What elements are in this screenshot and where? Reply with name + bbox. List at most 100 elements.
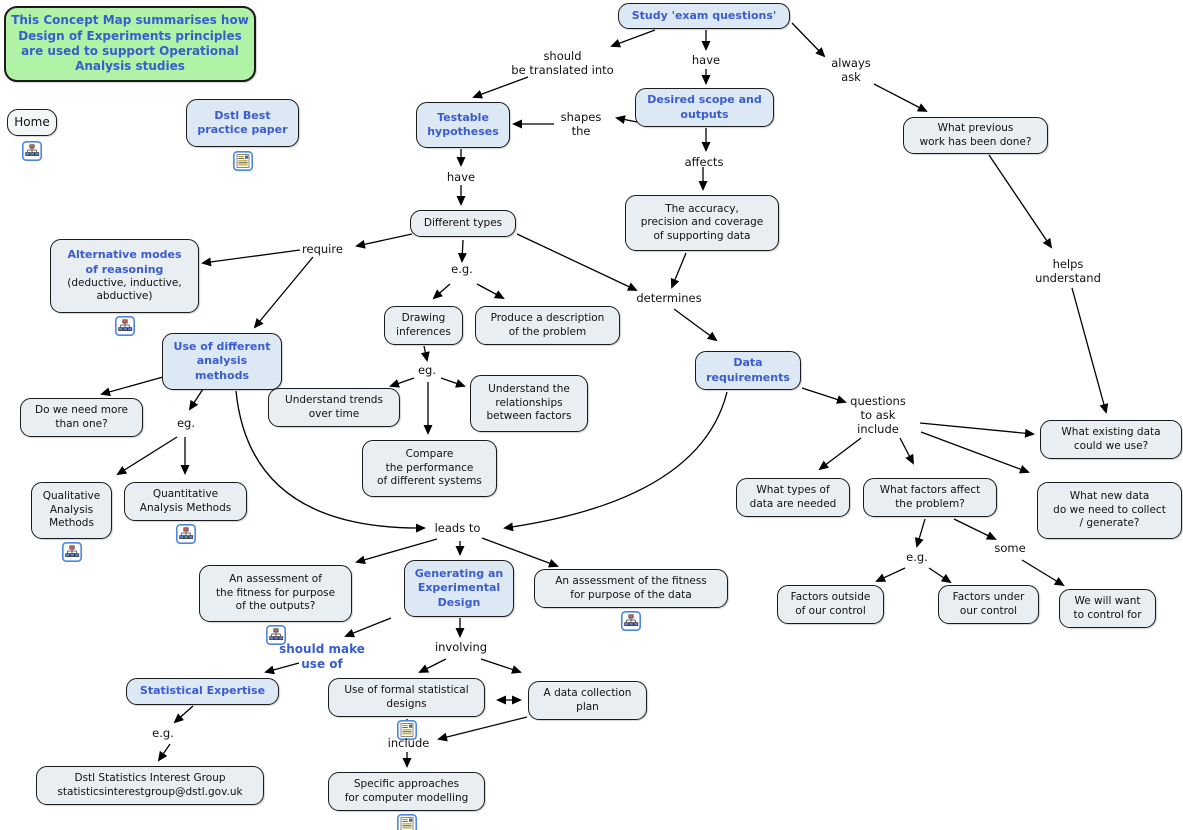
node-alternative-modes-reasoning[interactable]: Alternative modes of reasoning (deductiv… [50, 239, 199, 337]
link-helps-understand: helps understand [1035, 257, 1101, 286]
link-some: some [994, 541, 1026, 555]
node-label: Do we need more than one? [34, 404, 128, 430]
node-home-label: Home [14, 114, 50, 129]
concept-map-icon[interactable] [621, 598, 641, 632]
node-label: Specific approaches for computer modelli… [344, 778, 469, 804]
link-include: include [387, 736, 430, 750]
node-label: Drawing inferences [396, 312, 451, 338]
link-eg-expertise: e.g. [152, 726, 174, 740]
node-produce-description[interactable]: Produce a description of the problem [475, 306, 620, 345]
link-should-make-use-of: should make use of [279, 642, 365, 671]
node-factors-outside-control[interactable]: Factors outside of our control [777, 585, 884, 624]
node-label: What existing data could we use? [1061, 426, 1161, 452]
node-label: Understand trends over time [285, 394, 383, 420]
node-assessment-fitness-data[interactable]: An assessment of the fitness for purpose… [534, 569, 728, 632]
node-label: What factors affect the problem? [879, 484, 981, 510]
node-factors-affect-problem[interactable]: What factors affect the problem? [863, 478, 997, 517]
node-use-different-analysis-methods[interactable]: Use of different analysis methods [162, 333, 282, 390]
node-dstl-statistics-interest-group[interactable]: Dstl Statistics Interest Group statistic… [36, 766, 264, 805]
node-specific-approaches-modelling[interactable]: Specific approaches for computer modelli… [328, 772, 485, 830]
concept-map-icon[interactable] [61, 529, 82, 563]
node-formal-statistical-designs[interactable]: Use of formal statistical designs [328, 678, 485, 741]
link-always-ask: always ask [831, 56, 871, 85]
node-accuracy-precision-coverage[interactable]: The accuracy, precision and coverage of … [625, 195, 779, 251]
node-qualitative-analysis-methods[interactable]: Qualitative Analysis Methods [31, 482, 112, 563]
node-previous-work[interactable]: What previous work has been done? [903, 117, 1048, 154]
concept-map-icon[interactable] [265, 612, 286, 646]
node-understand-trends[interactable]: Understand trends over time [268, 388, 400, 427]
node-label: We will want to control for [1073, 595, 1142, 621]
node-generating-experimental-design[interactable]: Generating an Experimental Design [404, 560, 514, 617]
concept-map-icon[interactable] [175, 511, 196, 545]
node-label: Desired scope and outputs [647, 93, 762, 121]
node-label: Compare the performance of different sys… [377, 448, 482, 488]
node-label: Understand the relationships between fac… [486, 383, 572, 423]
node-label: What previous work has been done? [919, 122, 1032, 148]
node-new-data-collect-generate[interactable]: What new data do we need to collect / ge… [1037, 482, 1182, 539]
link-questions-to-ask: questions to ask include [850, 394, 906, 437]
node-assessment-fitness-outputs[interactable]: An assessment of the fitness for purpose… [199, 565, 352, 646]
node-label: Factors under our control [952, 591, 1025, 617]
document-icon[interactable] [232, 137, 253, 172]
document-icon[interactable] [396, 707, 417, 741]
link-involving: involving [434, 640, 488, 654]
node-label: An assessment of the fitness for purpose… [555, 575, 707, 601]
node-label: Quantitative Analysis Methods [139, 488, 232, 514]
node-desired-scope-outputs[interactable]: Desired scope and outputs [635, 88, 774, 127]
node-dstl-best-practice-paper[interactable]: Dstl Best practice paper [186, 99, 299, 172]
node-label: Factors outside of our control [790, 591, 871, 617]
legend-text: This Concept Map summarises how Design o… [11, 13, 249, 74]
node-factors-under-control[interactable]: Factors under our control [938, 585, 1039, 624]
node-study-exam-questions[interactable]: Study 'exam questions' [618, 3, 790, 29]
node-compare-performance[interactable]: Compare the performance of different sys… [362, 440, 497, 497]
node-label: Dstl Statistics Interest Group statistic… [57, 772, 243, 798]
node-data-collection-plan[interactable]: A data collection plan [528, 681, 647, 720]
node-will-want-to-control[interactable]: We will want to control for [1059, 589, 1156, 628]
node-label: Statistical Expertise [139, 684, 266, 698]
node-testable-hypotheses[interactable]: Testable hypotheses [416, 102, 510, 148]
node-statistical-expertise[interactable]: Statistical Expertise [126, 678, 279, 705]
link-determines: determines [636, 291, 702, 305]
node-subtitle: (deductive, inductive, abductive) [67, 276, 182, 303]
link-have-scope: have [691, 53, 721, 67]
concept-map-icon[interactable] [114, 303, 135, 337]
node-label: Study 'exam questions' [631, 8, 777, 22]
link-eg-types: e.g. [451, 262, 473, 276]
node-data-requirements[interactable]: Data requirements [695, 351, 801, 390]
node-label: Produce a description of the problem [490, 312, 605, 338]
node-label: What new data do we need to collect / ge… [1053, 490, 1166, 530]
node-existing-data[interactable]: What existing data could we use? [1040, 420, 1182, 459]
link-eg-factors: e.g. [906, 550, 928, 564]
node-understand-relationships[interactable]: Understand the relationships between fac… [470, 375, 588, 432]
node-label: The accuracy, precision and coverage of … [640, 202, 764, 242]
document-icon[interactable] [396, 801, 417, 830]
node-need-more-than-one[interactable]: Do we need more than one? [20, 398, 143, 437]
node-different-types[interactable]: Different types [410, 210, 516, 237]
node-label: Use of formal statistical designs [344, 684, 469, 710]
node-label: Dstl Best practice paper [197, 108, 288, 136]
concept-map-icon[interactable] [22, 126, 42, 162]
node-label: What types of data are needed [749, 484, 837, 510]
link-have-types: have [446, 170, 476, 184]
node-types-of-data-needed[interactable]: What types of data are needed [736, 478, 850, 517]
node-label: Use of different analysis methods [173, 340, 271, 382]
node-label: An assessment of the fitness for purpose… [215, 573, 336, 613]
node-label: Different types [423, 216, 503, 229]
link-leads-to: leads to [434, 521, 481, 535]
node-drawing-inferences[interactable]: Drawing inferences [384, 306, 463, 345]
link-eg-methods: eg. [176, 416, 196, 430]
legend-box: This Concept Map summarises how Design o… [4, 6, 256, 82]
node-label: Testable hypotheses [427, 110, 499, 138]
node-label: Generating an Experimental Design [414, 567, 504, 609]
link-should-be-translated-into: should be translated into [511, 49, 614, 78]
node-label: Qualitative Analysis Methods [42, 490, 101, 530]
link-shapes-the: shapes the [560, 110, 602, 139]
node-label: Data requirements [706, 356, 790, 384]
node-label: A data collection plan [543, 687, 632, 713]
node-quantitative-analysis-methods[interactable]: Quantitative Analysis Methods [124, 482, 247, 545]
link-require: require [302, 242, 343, 256]
link-affects: affects [684, 155, 724, 169]
node-home[interactable]: Home [7, 109, 57, 162]
